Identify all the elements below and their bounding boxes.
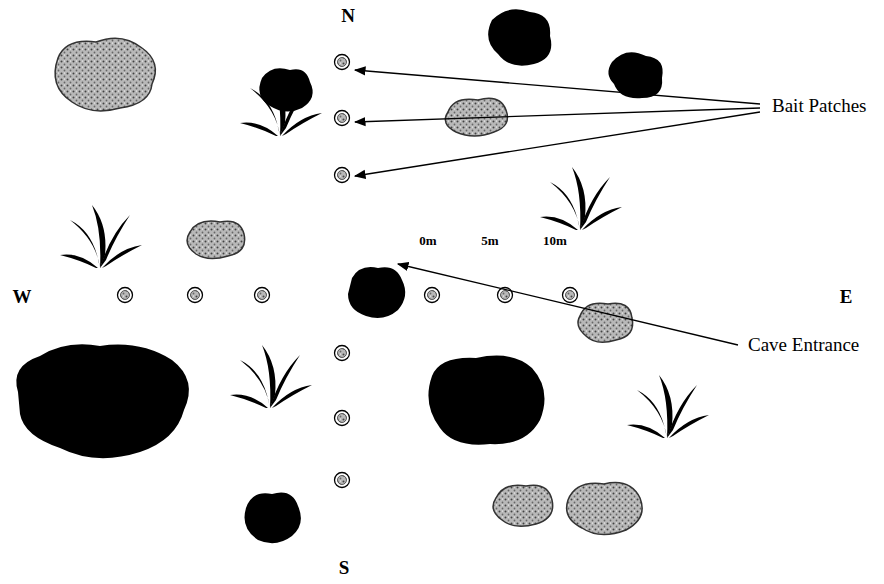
callout-label: Cave Entrance: [748, 335, 859, 356]
rock: [16, 9, 662, 543]
distance-label: 5m: [481, 234, 498, 248]
distance-label: 0m: [419, 234, 436, 248]
callout-label: Bait Patches: [772, 96, 866, 117]
plant: [60, 73, 709, 438]
leader-arrow: [355, 70, 760, 345]
bait-station: [118, 55, 578, 488]
compass-label: N: [341, 6, 355, 27]
cave-entrance: [348, 267, 405, 318]
compass-label: E: [840, 287, 853, 308]
grass-patch: [55, 38, 642, 534]
distance-label: 10m: [543, 234, 567, 248]
compass-label: W: [13, 287, 32, 308]
compass-label: S: [339, 558, 350, 579]
